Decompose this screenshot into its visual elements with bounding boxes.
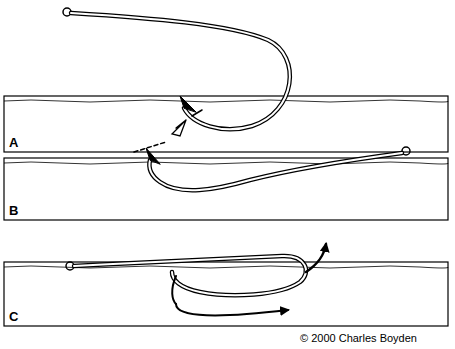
fish-hook: [134, 120, 410, 190]
barb-tip: [172, 120, 186, 136]
skin-surface: [4, 100, 448, 102]
panel-letter: B: [8, 204, 19, 217]
skin-surface: [4, 162, 448, 164]
fish-hook: [66, 244, 326, 315]
skin-surface: [4, 266, 448, 268]
fish-hook: [63, 8, 290, 129]
skin-block: [4, 158, 448, 220]
cut-line: [134, 142, 166, 152]
skin-block: [4, 96, 448, 152]
motion-arrow: [172, 276, 176, 304]
panel-letter: A: [8, 136, 19, 149]
panel-letter: C: [8, 310, 19, 323]
copyright-note: © 2000 Charles Boyden: [300, 333, 417, 344]
motion-arrow: [306, 244, 326, 272]
motion-arrow: [176, 304, 288, 315]
